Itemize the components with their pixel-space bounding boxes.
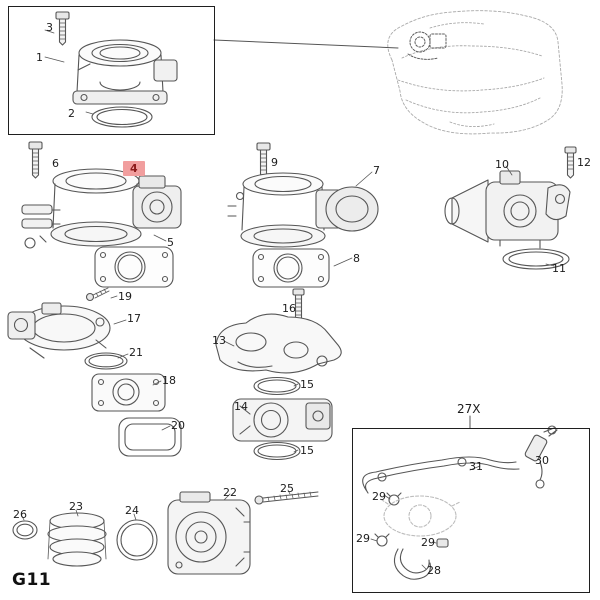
callout-19[interactable]: 19: [118, 290, 132, 303]
callout-17[interactable]: 17: [127, 312, 141, 325]
callout-16[interactable]: 16: [282, 302, 296, 315]
gasket-11-drawing: [502, 248, 570, 270]
sensor-17-drawing: [7, 302, 111, 359]
page-code: G11: [12, 570, 52, 590]
callout-11[interactable]: 11: [552, 262, 566, 275]
callout-20[interactable]: 20: [171, 419, 185, 432]
callout-29c[interactable]: 29: [421, 536, 435, 549]
callout-29a[interactable]: 29: [372, 490, 386, 503]
callout-26[interactable]: 26: [13, 508, 27, 521]
screw-25-drawing: [254, 491, 319, 505]
manifold-13-drawing: [215, 313, 342, 374]
seal-26-drawing: [12, 520, 38, 540]
valve-30-drawing: [524, 425, 558, 489]
throttle-body-1-drawing: [72, 39, 178, 105]
callout-13[interactable]: 13: [212, 334, 226, 347]
callout-25[interactable]: 25: [280, 482, 294, 495]
callout-9[interactable]: 9: [271, 156, 278, 169]
oring-24-drawing: [116, 519, 158, 561]
callout-15b[interactable]: 15: [300, 444, 314, 457]
callout-27x-group[interactable]: 27X: [457, 402, 481, 416]
callout-4-highlighted[interactable]: 4: [123, 161, 145, 176]
engine-throttle-location-marker: [407, 31, 447, 60]
callout-23[interactable]: 23: [69, 500, 83, 513]
callout-29b[interactable]: 29: [356, 532, 370, 545]
callout-31[interactable]: 31: [469, 460, 483, 473]
bolt-9-drawing: [256, 142, 271, 178]
callout-5[interactable]: 5: [167, 236, 174, 249]
gasket-20-drawing: [118, 417, 182, 457]
inset-leader-line: [213, 39, 399, 49]
bellows-23-drawing: [47, 512, 107, 567]
inset-box-main-assembly: [8, 6, 215, 135]
hose-28-drawing: [393, 548, 431, 580]
callout-28[interactable]: 28: [427, 564, 441, 577]
callout-8[interactable]: 8: [353, 252, 360, 265]
oring-15a-drawing: [253, 376, 301, 396]
callout-6[interactable]: 6: [52, 157, 59, 170]
callout-24[interactable]: 24: [125, 504, 139, 517]
callout-18[interactable]: 18: [162, 374, 176, 387]
callout-3[interactable]: 3: [46, 21, 53, 34]
callout-7[interactable]: 7: [373, 164, 380, 177]
oring-15b-drawing: [253, 441, 301, 461]
callout-10[interactable]: 10: [495, 158, 509, 171]
ghost-throttle-drawing: [381, 495, 461, 537]
throttle-body-5-drawing: [21, 168, 182, 249]
throttle-body-22-drawing: [167, 491, 251, 575]
callout-30[interactable]: 30: [535, 454, 549, 467]
hose-31-drawing: [362, 456, 520, 494]
gasket-below-5-drawing: [94, 246, 174, 288]
oring-21-drawing: [84, 352, 128, 370]
gasket-8-drawing: [252, 248, 330, 288]
inset-box-27x-group: [352, 428, 590, 593]
callout-22[interactable]: 22: [223, 486, 237, 499]
callout-14[interactable]: 14: [234, 400, 248, 413]
callout-21[interactable]: 21: [129, 346, 143, 359]
engine-overview-drawing: [387, 10, 563, 135]
screw-19-drawing: [85, 287, 110, 302]
callout-2[interactable]: 2: [68, 107, 75, 120]
callout-12[interactable]: 12: [577, 156, 591, 169]
throttle-body-10-drawing: [444, 170, 571, 249]
clamp-29c-drawing: [436, 538, 449, 548]
callout-15a[interactable]: 15: [300, 378, 314, 391]
bolt-12-drawing: [564, 146, 577, 179]
throttle-unit-14-drawing: [232, 398, 333, 442]
bolt-6-drawing: [28, 141, 43, 179]
callout-1[interactable]: 1: [36, 51, 43, 64]
throttle-body-7-drawing: [227, 172, 379, 248]
gasket-2-drawing: [91, 106, 153, 128]
bolt-3-drawing: [55, 11, 70, 46]
plate-18-drawing: [91, 373, 166, 412]
